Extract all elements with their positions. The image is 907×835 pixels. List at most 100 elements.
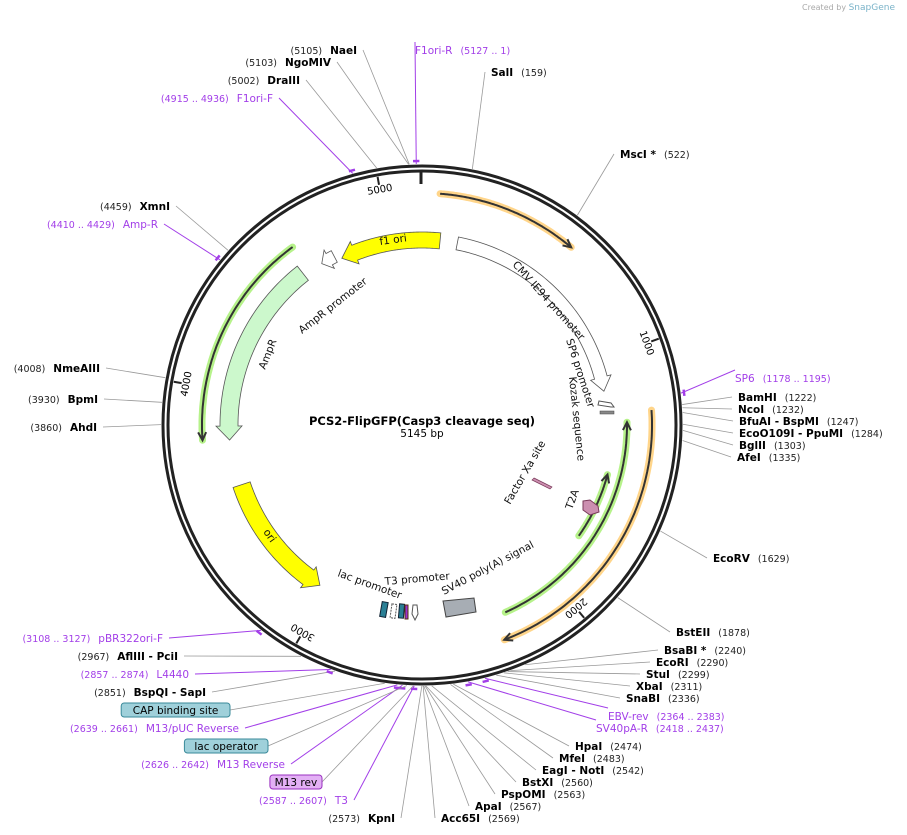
- primer-label-part2: (5127 .. 1): [460, 46, 510, 57]
- site-label[interactable]: (5002)DraIII: [228, 75, 300, 87]
- feature-box[interactable]: [183, 738, 269, 754]
- site-label[interactable]: EcoO109I - PpuMI(1284): [739, 428, 883, 440]
- site-label[interactable]: (5105) NaeI: [291, 45, 358, 57]
- primer-mark: [682, 389, 686, 397]
- site-label[interactable]: EagI - NotI(2542): [542, 765, 644, 777]
- site-label[interactable]: XbaI(2311): [636, 681, 702, 693]
- primer-label[interactable]: SV40pA-R(2418 .. 2437): [596, 723, 724, 735]
- feature-ori[interactable]: [232, 481, 321, 589]
- primer-label[interactable]: (2857 .. 2874)L4440: [81, 669, 189, 681]
- primer-label-part1: (3108 .. 3127): [22, 634, 90, 645]
- primer-label[interactable]: (4915 .. 4936)F1ori-F: [161, 93, 273, 105]
- primer-label-part1: SV40pA-R: [596, 723, 648, 735]
- primer-leader: [194, 669, 331, 675]
- site-label[interactable]: BstXI(2560): [522, 777, 593, 789]
- site-label-part1: ApaI: [475, 801, 502, 813]
- site-label[interactable]: SnaBI(2336): [626, 693, 700, 705]
- tick-mark: [173, 380, 182, 385]
- site-leader: [423, 685, 470, 807]
- sp6-promoter-shape[interactable]: [597, 400, 615, 408]
- site-leader: [471, 71, 486, 169]
- site-label[interactable]: (3860)AhdI: [30, 422, 97, 434]
- feature-label-cmv: CMV IE94 promoter: [510, 259, 588, 343]
- lac-promoter-shape[interactable]: [379, 601, 389, 618]
- site-label[interactable]: (4459)XmnI: [100, 201, 170, 213]
- green-arc-right[interactable]: [504, 422, 628, 614]
- feature-arcs: [197, 190, 656, 644]
- t2a-shape[interactable]: [582, 499, 600, 516]
- sv40-polya-signal-shape[interactable]: [442, 597, 477, 618]
- site-label[interactable]: (2573)KpnI: [328, 813, 395, 825]
- cap-binding-site-shape[interactable]: [389, 603, 398, 619]
- site-label[interactable]: (3930)BpmI: [28, 394, 98, 406]
- site-label[interactable]: BfuAI - BspMI(1247): [739, 416, 858, 428]
- site-label-part2: (2483): [593, 754, 625, 765]
- feature-ampr-promoter[interactable]: [321, 248, 338, 270]
- site-label-part1: BsaBI *: [664, 645, 707, 657]
- site-label[interactable]: HpaI(2474): [575, 741, 642, 753]
- tick-label: 5000: [366, 183, 393, 198]
- site-label[interactable]: PspOMI(2563): [501, 789, 585, 801]
- primer-label[interactable]: (2639 .. 2661)M13/pUC Reverse: [70, 723, 239, 735]
- site-label[interactable]: MfeI(2483): [559, 753, 625, 765]
- site-leader: [682, 440, 732, 458]
- feature-cmv-ie94-promoter[interactable]: [455, 236, 612, 392]
- site-label[interactable]: NcoI(1232): [738, 404, 804, 416]
- site-label-part1: BamHI: [738, 392, 777, 404]
- primer-label[interactable]: (4410 .. 4429)Amp-R: [47, 219, 158, 231]
- site-label-part1: StuI: [646, 669, 670, 681]
- plasmid-length: 5145 bp: [400, 428, 444, 440]
- site-label[interactable]: BamHI(1222): [738, 392, 816, 404]
- site-label[interactable]: EcoRV(1629): [713, 553, 789, 565]
- site-leader: [103, 398, 163, 403]
- factor-xa-site-shape[interactable]: [531, 477, 553, 490]
- feature-box[interactable]: [120, 702, 231, 718]
- primer-mark: [465, 683, 472, 687]
- site-label-part2: (2563): [554, 790, 586, 801]
- orange-arc-top[interactable]: [439, 192, 572, 249]
- site-label[interactable]: StuI(2299): [646, 669, 710, 681]
- m13-rev-shape[interactable]: [404, 604, 409, 620]
- site-label-part2: NaeI: [330, 45, 357, 57]
- primer-label[interactable]: F1ori-R(5127 .. 1): [415, 45, 510, 57]
- feature-f1-ori[interactable]: [341, 231, 442, 265]
- orange-arc-right[interactable]: [503, 410, 653, 641]
- t3-promoter-shape[interactable]: [411, 604, 419, 622]
- primer-label-part1: EBV-rev: [608, 711, 649, 723]
- tick-label: 1000: [637, 329, 656, 357]
- site-label[interactable]: AfeI(1335): [737, 452, 800, 464]
- site-label[interactable]: (4008)NmeAIII: [14, 363, 100, 375]
- green-arc-left[interactable]: [201, 246, 294, 441]
- site-label[interactable]: SalI(159): [491, 67, 547, 79]
- site-label[interactable]: (5103)NgoMIV: [245, 57, 331, 69]
- site-leader: [682, 429, 734, 446]
- feature-ampr[interactable]: [215, 265, 309, 441]
- primer-leader: [484, 677, 609, 709]
- site-label[interactable]: MscI *(522): [620, 149, 690, 161]
- site-label[interactable]: EcoRI(2290): [656, 657, 728, 669]
- feature-box[interactable]: [269, 774, 323, 790]
- lac-operator-shape[interactable]: [397, 603, 406, 619]
- primer-label-part2: F1ori-F: [237, 93, 273, 105]
- primer-label[interactable]: (3108 .. 3127)pBR322ori-F: [22, 633, 163, 645]
- site-leader: [105, 367, 166, 379]
- site-label[interactable]: ApaI(2567): [475, 801, 541, 813]
- site-label-part2: NmeAIII: [53, 363, 100, 375]
- site-label[interactable]: (2967)AflIII - PciI: [78, 651, 178, 663]
- site-label[interactable]: BglII(1303): [739, 440, 806, 452]
- ring-inner: [166, 169, 678, 681]
- site-label-part1: (5105): [291, 46, 323, 57]
- primer-label[interactable]: SP6(1178 .. 1195): [735, 373, 831, 385]
- site-label[interactable]: Acc65I(2569): [441, 813, 520, 825]
- site-label[interactable]: BstEII(1878): [676, 627, 750, 639]
- primer-label[interactable]: (2587 .. 2607)T3: [259, 795, 348, 807]
- site-label[interactable]: (2851)BspQI - SapI: [94, 687, 206, 699]
- site-label-part2: KpnI: [368, 813, 395, 825]
- plasmid-name: PCS2-FlipGFP(Casp3 cleavage seq): [309, 414, 535, 428]
- site-label[interactable]: BsaBI *(2240): [664, 645, 746, 657]
- kozak-sequence-shape[interactable]: [599, 410, 615, 415]
- primer-leader: [168, 629, 261, 639]
- primer-label-part2: M13 Reverse: [217, 759, 285, 771]
- primer-label[interactable]: (2626 .. 2642)M13 Reverse: [141, 759, 285, 771]
- primer-label[interactable]: EBV-rev(2364 .. 2383): [608, 711, 725, 723]
